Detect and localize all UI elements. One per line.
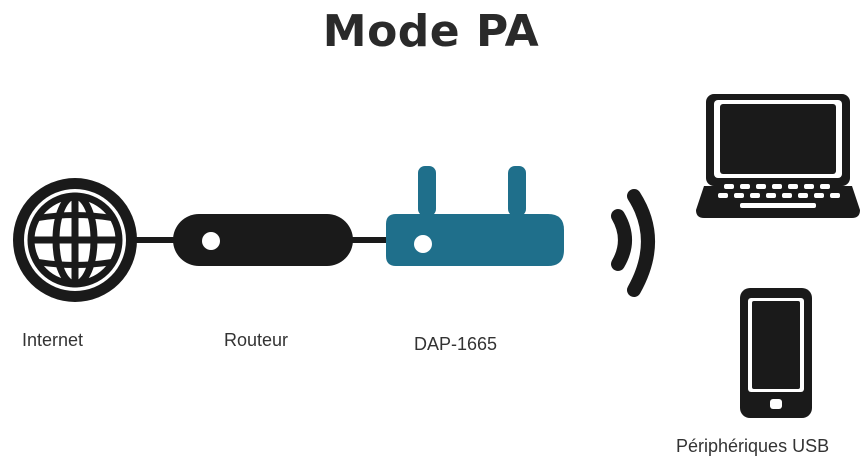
clients-label: Périphériques USB (676, 436, 830, 456)
internet-label: Internet (22, 330, 84, 350)
smartphone-icon (740, 288, 812, 418)
access-point-icon (386, 166, 564, 266)
router-label: Routeur (224, 330, 289, 350)
access-point-label: DAP-1665 (414, 334, 498, 354)
router-icon (173, 214, 353, 266)
wifi-signal-icon (611, 189, 655, 297)
laptop-icon (696, 94, 860, 218)
page-title: Mode PA (322, 6, 540, 57)
globe-icon (13, 178, 137, 302)
